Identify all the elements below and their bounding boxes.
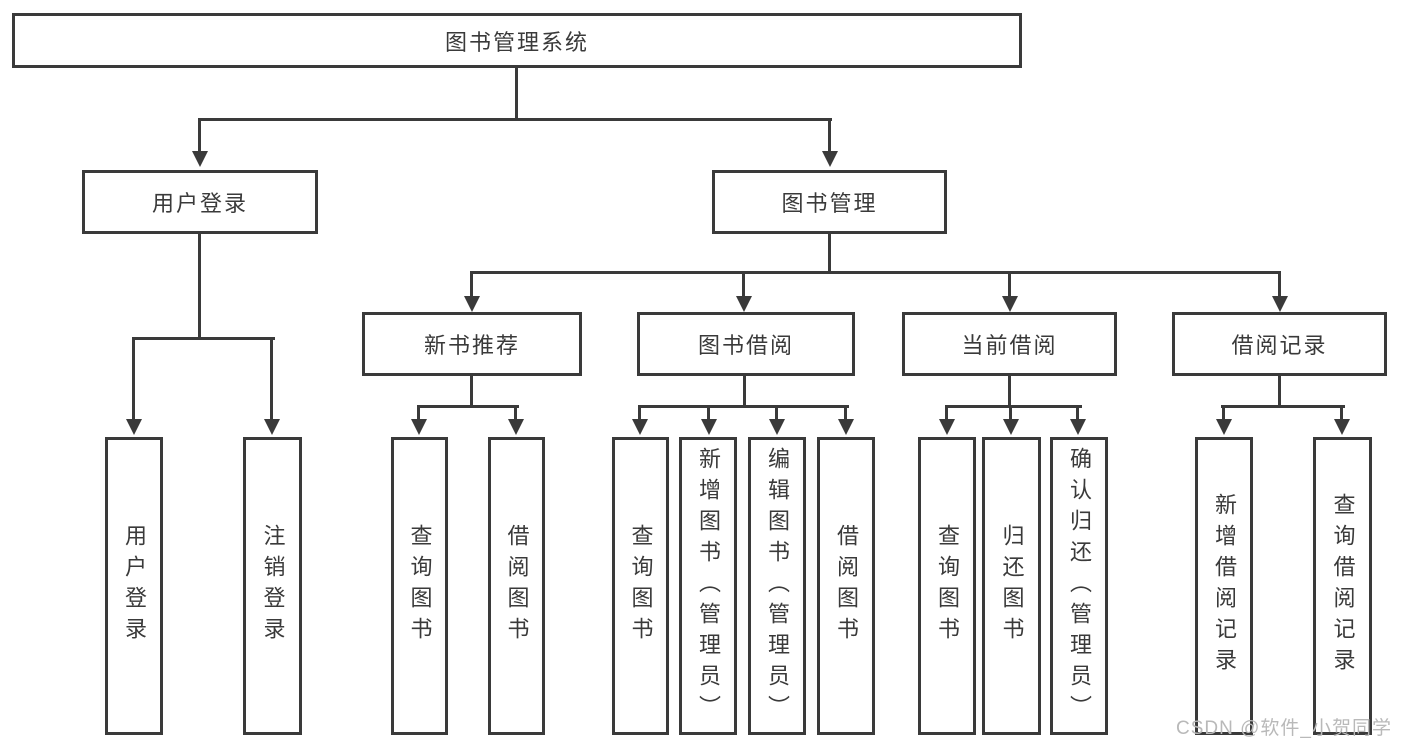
arrow-to-book-mgmt [822,118,838,167]
arrow-to-records-leaf-1 [1216,405,1232,435]
arrow-to-current-leaf-3 [1070,405,1086,435]
leaf-records-query: 查询借阅记录 [1313,437,1372,735]
leaf-borrow-borrow: 借阅图书 [817,437,875,735]
connector-root-stem [515,68,518,121]
leaf-borrow-add-admin: 新增图书（管理员） [679,437,737,735]
arrow-to-book-borrow-leaf-4 [838,405,854,435]
arrow-to-current-leaf-1 [939,405,955,435]
node-user-login: 用户登录 [82,170,318,234]
arrow-to-new-books [464,271,480,312]
node-current-borrow: 当前借阅 [902,312,1117,376]
arrow-to-book-borrow-leaf-3 [769,405,785,435]
connector-new-books-stem [470,376,473,408]
arrow-to-new-books-leaf-1 [411,405,427,435]
arrow-to-user-login [192,118,208,167]
node-book-borrow: 图书借阅 [637,312,855,376]
leaf-current-confirm-admin: 确认归还（管理员） [1050,437,1108,735]
leaf-new-books-query: 查询图书 [391,437,448,735]
connector-user-rail [132,337,275,340]
node-root: 图书管理系统 [12,13,1022,68]
connector-user-stem [198,234,201,340]
leaf-new-books-borrow: 借阅图书 [488,437,545,735]
arrow-to-book-borrow [736,271,752,312]
connector-current-stem [1008,376,1011,408]
leaf-borrow-query: 查询图书 [612,437,669,735]
leaf-current-query: 查询图书 [918,437,976,735]
arrow-to-book-borrow-leaf-2 [701,405,717,435]
arrow-to-current-borrow [1002,271,1018,312]
watermark: CSDN @软件_小贺同学 [1176,718,1392,739]
node-borrow-records: 借阅记录 [1172,312,1387,376]
leaf-user-login: 用户登录 [105,437,163,735]
connector-book-stem [828,234,831,274]
node-new-books: 新书推荐 [362,312,582,376]
arrow-to-new-books-leaf-2 [508,405,524,435]
leaf-records-add: 新增借阅记录 [1195,437,1253,735]
connector-current-rail [945,405,1082,408]
connector-root-rail [198,118,832,121]
connector-book-borrow-stem [743,376,746,408]
connector-book-borrow-rail [638,405,849,408]
node-book-mgmt: 图书管理 [712,170,947,234]
connector-records-stem [1278,376,1281,408]
arrow-to-user-leaf-2 [264,337,280,435]
connector-records-rail [1221,405,1345,408]
leaf-borrow-edit-admin: 编辑图书（管理员） [748,437,806,735]
connector-book-rail [470,271,1281,274]
arrow-to-book-borrow-leaf-1 [632,405,648,435]
connector-new-books-rail [417,405,519,408]
arrow-to-user-leaf-1 [126,337,142,435]
arrow-to-current-leaf-2 [1003,405,1019,435]
arrow-to-records-leaf-2 [1334,405,1350,435]
arrow-to-borrow-records [1272,271,1288,312]
leaf-current-return: 归还图书 [982,437,1041,735]
leaf-logout: 注销登录 [243,437,302,735]
